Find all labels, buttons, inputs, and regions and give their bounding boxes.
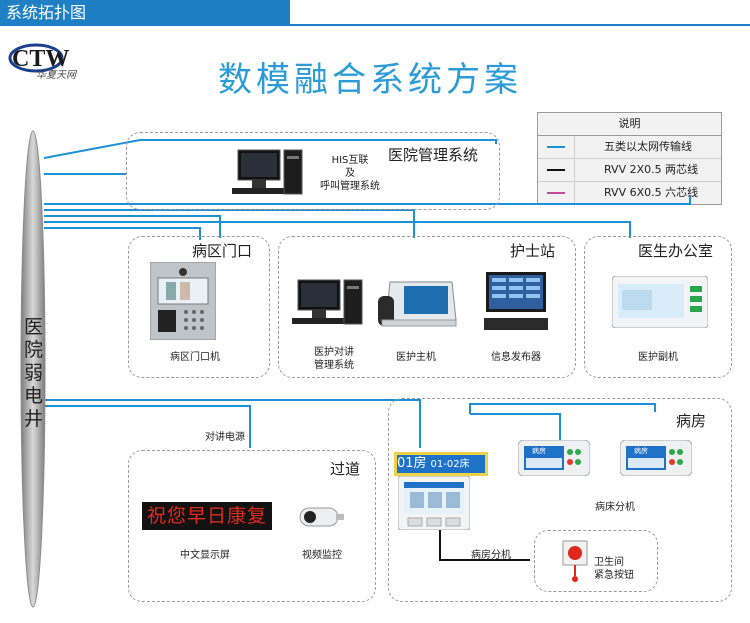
- line-ward: [44, 399, 421, 448]
- his-box: [126, 132, 500, 210]
- his-title: 医院管理系统: [388, 146, 479, 164]
- bed-unit-2-icon: [619, 439, 693, 477]
- company-logo: CTW: [8, 43, 69, 73]
- logo-mark: CTW: [12, 46, 69, 72]
- led-display: 祝您早日康复: [142, 502, 272, 530]
- bed-unit-1-icon: [517, 439, 591, 477]
- header-tab[interactable]: [0, 0, 290, 26]
- page-title: 数模融合系统方案: [218, 60, 522, 100]
- emergency-button-label: 卫生间紧急按钮: [594, 557, 634, 581]
- doctor-sub-unit-label: 医护副机: [638, 352, 678, 363]
- doctor-office-title: 医生办公室: [638, 242, 714, 260]
- ward-box: [388, 398, 732, 602]
- line-bed-1: [469, 403, 656, 414]
- line-top-bus: [44, 196, 691, 205]
- his-label: HIS互联及呼叫管理系统: [320, 155, 380, 192]
- room-unit-label: 病房分机: [471, 550, 511, 561]
- corridor-title: 过道: [330, 460, 361, 478]
- shaft-label: 医院弱电井: [24, 316, 44, 430]
- door-station-label: 病区门口机: [170, 352, 220, 363]
- ward-door-title: 病区门口: [192, 242, 253, 260]
- nurse-host-icon: [378, 281, 457, 327]
- bed-range: 01-02床: [430, 459, 470, 470]
- line-bed-2: [470, 413, 561, 440]
- legend-swatch-ethernet: [547, 146, 565, 148]
- ward-title: 病房: [676, 412, 707, 430]
- header-rule: [0, 24, 750, 26]
- washroom-box: [534, 530, 658, 592]
- his-server-icon: [232, 149, 303, 195]
- room-number: 01房: [397, 456, 427, 471]
- bed-unit-1-screen: 病房: [532, 447, 546, 455]
- info-publisher-label: 信息发布器: [491, 352, 541, 363]
- camera-icon: [299, 507, 344, 527]
- doctor-sub-unit-icon: [612, 276, 708, 328]
- weak-current-shaft: [20, 130, 46, 608]
- corridor-box: [128, 450, 376, 602]
- legend-item: RVV 2X0.5 两芯线: [538, 159, 721, 182]
- legend-title: 说明: [538, 113, 721, 136]
- nurse-host-label: 医护主机: [396, 352, 436, 363]
- camera-label: 视频监控: [302, 550, 342, 561]
- info-publisher-icon: [484, 272, 548, 330]
- legend-label: RVV 6X0.5 六芯线: [604, 186, 699, 199]
- led-display-label: 中文显示屏: [180, 550, 230, 561]
- door-station-icon: [150, 262, 216, 340]
- legend: 说明 五类以太网传输线 RVV 2X0.5 两芯线 RVV 6X0.5 六芯线: [537, 112, 722, 205]
- legend-label: 五类以太网传输线: [604, 140, 692, 153]
- line-wc: [439, 528, 530, 561]
- header-tab-label: 系统拓扑图: [6, 3, 87, 22]
- power-label: 对讲电源: [205, 432, 245, 443]
- line-doctor: [44, 221, 631, 238]
- line-corridor-power: [44, 405, 251, 448]
- nurse-station-title: 护士站: [510, 242, 556, 260]
- emergency-button-icon: [562, 540, 588, 582]
- line-nurse-b: [44, 215, 221, 238]
- legend-swatch-6core: [547, 192, 565, 194]
- intercom-pc-icon: [292, 279, 363, 325]
- bed-unit-2: 病房: [619, 439, 693, 477]
- legend-label: RVV 2X0.5 两芯线: [604, 163, 699, 176]
- bed-unit-2-screen: 病房: [634, 447, 648, 455]
- bed-unit-label: 病床分机: [595, 502, 635, 513]
- legend-item: 五类以太网传输线: [538, 136, 721, 159]
- legend-swatch-2core: [547, 169, 565, 171]
- doctor-office-box: [584, 236, 732, 378]
- line-nurse-a: [44, 209, 415, 238]
- logo-subtitle: 华夏天网: [36, 70, 76, 81]
- legend-item: RVV 6X0.5 六芯线: [538, 182, 721, 204]
- room-unit-icon: [398, 476, 470, 530]
- bed-unit-1: 病房: [517, 439, 591, 477]
- ward-door-box: [128, 236, 270, 378]
- nurse-station-box: [278, 236, 576, 378]
- intercom-pc-label: 医护对讲管理系统: [314, 347, 354, 371]
